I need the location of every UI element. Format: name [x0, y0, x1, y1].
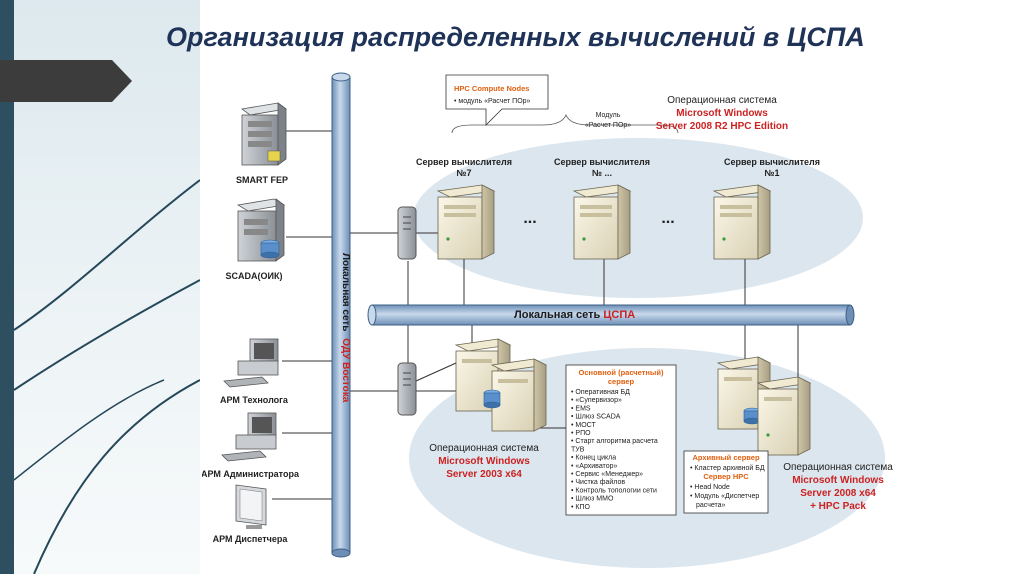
archive-item1-text: Кластер архивной БД — [694, 464, 764, 472]
monitor-icon — [235, 484, 267, 529]
compute-server-7-line2: №7 — [456, 168, 471, 178]
top-os-line1: Операционная система — [667, 95, 777, 106]
main-server-item: • Конец цикла — [571, 455, 616, 462]
network-diagram: Локальная сеть ОДУ Востока Локальная сет… — [202, 63, 914, 568]
compute-server-n-line2: № ... — [592, 168, 612, 178]
server-icon — [572, 184, 632, 260]
vertical-bus-label-line2: ОДУ Востока — [340, 338, 351, 403]
bottom-left-os-line2: Microsoft Windows — [438, 456, 530, 467]
bottom-right-os-line4: + HPC Pack — [810, 501, 866, 512]
main-server-item: • EMS — [571, 405, 591, 412]
workstation-icon — [221, 412, 277, 462]
main-server-item: • «Архиватор» — [571, 463, 617, 470]
main-server-item: • КПО — [571, 504, 591, 511]
server-icon — [436, 184, 496, 260]
compute-server-1-line1: Сервер вычислителя — [724, 157, 820, 167]
vertical-bus — [331, 72, 351, 558]
server-db-icon — [236, 198, 286, 262]
hpc-callout-item: • модуль «Расчет ПОр» — [454, 98, 531, 105]
server-db-icon — [716, 356, 772, 430]
main-server-item: • Оперативная БД — [571, 389, 630, 396]
main-server-item: • Чистка файлов — [571, 478, 625, 486]
device-label-smart-fep: SMART FEP — [236, 175, 288, 185]
ellipsis-dots: ... — [523, 210, 536, 227]
main-server-item: • Сервис «Менеджер» — [571, 471, 643, 478]
main-server-item: ТУВ — [571, 446, 585, 453]
module-label-line1: Модуль — [596, 112, 621, 119]
vertical-bus-label: Локальная сеть ОДУ Востока — [340, 253, 351, 403]
compute-server-1-line2: №1 — [764, 168, 779, 178]
network-switch-icon — [397, 206, 417, 260]
bottom-right-os-line3: Server 2008 x64 — [800, 488, 876, 499]
archive-item3-text: Модуль «Диспетчер — [694, 493, 759, 500]
archive-item1: • Кластер архивной БД — [690, 464, 765, 472]
top-os-line3: Server 2008 R2 HPC Edition — [656, 121, 788, 132]
hpc-callout-title: HPC Compute Nodes — [454, 84, 529, 93]
horizontal-bus-label: Локальная сеть ЦСПА — [514, 309, 635, 321]
device-label-scada: SCADA(ОИК) — [226, 271, 283, 281]
bottom-right-os-line1: Операционная система — [783, 462, 893, 473]
archive-item3: • Модуль «Диспетчер — [690, 493, 759, 500]
compute-server-n-line1: Сервер вычислителя — [554, 157, 650, 167]
main-server-item: • Контроль топологии сети — [571, 487, 657, 494]
workstation-icon — [223, 338, 279, 388]
main-server-item: • «Супервизор» — [571, 397, 622, 404]
horizontal-bus-label-accent: ЦСПА — [603, 309, 635, 321]
main-server-item: • Шлюз SCADA — [571, 414, 621, 421]
bottom-right-os-line2: Microsoft Windows — [792, 475, 884, 486]
main-server-item: • Шлюз ММО — [571, 496, 614, 503]
network-switch-icon — [397, 362, 417, 416]
top-os-line2: Microsoft Windows — [676, 108, 768, 119]
main-server-item: • РПО — [571, 430, 591, 437]
archive-item2-text: Head Node — [694, 484, 730, 491]
bottom-left-os-line3: Server 2003 x64 — [446, 469, 522, 480]
ellipsis-dots: ... — [661, 210, 674, 227]
arrow-tab — [0, 60, 132, 102]
main-server-title-line2: сервер — [608, 377, 635, 386]
archive-hpc-title: Сервер HPC — [703, 472, 749, 481]
archive-server-box: Архивный сервер • Кластер архивной БД Се… — [683, 450, 769, 514]
main-server-title-line1: Основной (расчетный) — [579, 368, 664, 377]
horizontal-bus-label-text: Локальная сеть — [514, 309, 601, 321]
decor-curves — [13, 179, 201, 575]
svg-text:Локальная сеть ОДУ Вос: Локальная сеть ОДУ Востока — [340, 253, 351, 403]
main-server-item: • Старт алгоритма расчета — [571, 438, 658, 445]
server-icon — [756, 376, 812, 456]
module-brace — [451, 113, 679, 134]
server-tower-icon — [241, 102, 287, 166]
hpc-callout: HPC Compute Nodes • модуль «Расчет ПОр» — [445, 74, 549, 126]
device-label-arm-disp: АРМ Диспетчера — [213, 534, 289, 544]
server-icon — [712, 184, 772, 260]
main-server-items: • Оперативная БД• «Супервизор»• EMS • Шлю… — [571, 389, 658, 511]
horizontal-bus — [367, 304, 855, 326]
archive-item3-line2: расчета» — [696, 502, 726, 509]
archive-title: Архивный сервер — [692, 453, 760, 462]
slide-title: Организация распределенных вычислений в … — [166, 22, 865, 52]
device-label-arm-admin: АРМ Администратора — [202, 469, 300, 479]
main-server-item: • МОСТ — [571, 422, 596, 429]
archive-item2: • Head Node — [690, 484, 730, 491]
main-server-box: Основной (расчетный) сервер • Оперативна… — [565, 364, 677, 516]
hpc-callout-item-text: модуль «Расчет ПОр» — [458, 98, 530, 105]
left-accent-band — [0, 0, 14, 574]
bottom-left-os-line1: Операционная система — [429, 443, 539, 454]
compute-server-7-line1: Сервер вычислителя — [416, 157, 512, 167]
device-label-arm-tech: АРМ Технолога — [220, 395, 289, 405]
server-db-icon — [483, 358, 548, 432]
module-label-line2: «Расчет ПОр» — [585, 122, 631, 129]
vertical-bus-label-line1: Локальная сеть — [340, 253, 351, 331]
